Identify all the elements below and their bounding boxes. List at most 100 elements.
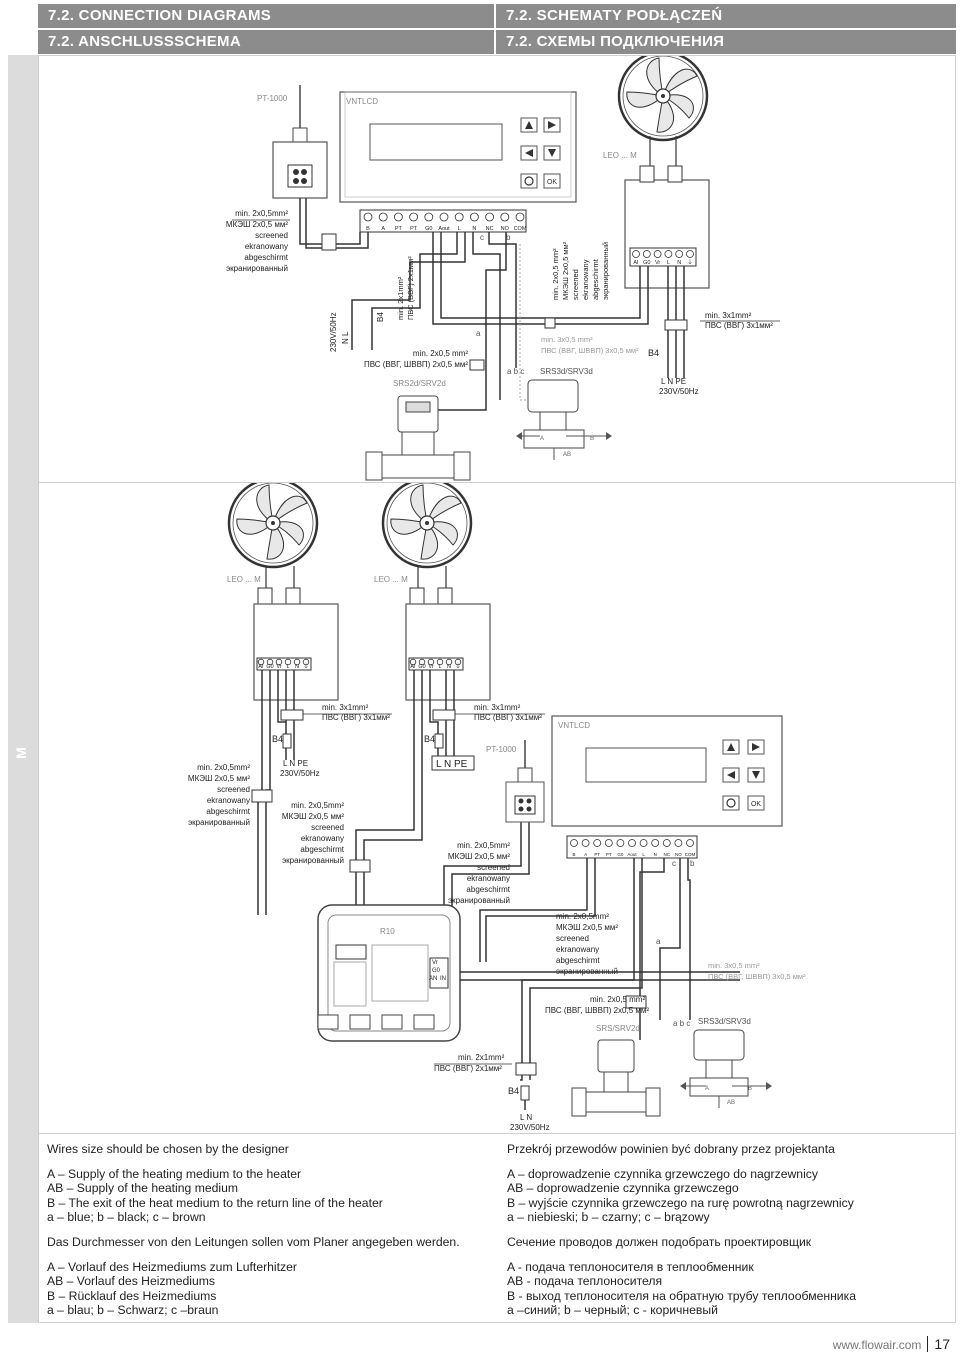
b4-label-right: B4	[648, 348, 659, 358]
page-footer: www.flowair.com 17	[833, 1336, 950, 1352]
terminal-label: A	[381, 226, 385, 232]
leo-terminal-label-screw	[257, 658, 265, 666]
cable-screened-label-c: min. 2x0,5mm² МКЭШ 2x0,5 мм² screened ek…	[448, 841, 511, 905]
note-line: AB – doprowadzenie czynnika grzewczego	[507, 1181, 739, 1196]
wire-letter-b-2: b	[690, 859, 695, 868]
terminal-label-screw	[686, 839, 694, 847]
leo-terminal-label-screw	[675, 250, 684, 258]
leo-terminal-label: ⏚	[455, 663, 461, 670]
terminal-label: NO	[675, 852, 682, 857]
note-line: B – Rücklauf des Heizmediums	[47, 1288, 217, 1303]
srs3d-label: SRS3d/SRV3d	[540, 367, 593, 376]
leo-terminal-label-screw	[266, 658, 274, 666]
supply-230v-label-3: 230V/50Hz	[510, 1123, 550, 1132]
lnpe-box-label: L N PE	[436, 759, 468, 770]
cable-2x1-label-2a: min. 2x1mm²	[458, 1053, 505, 1062]
svg-text:abgeschirmt: abgeschirmt	[244, 253, 288, 262]
cable-2x1-label-line2: ПВС (ВВГ) 2x1мм²	[406, 256, 415, 320]
leo-box-1	[253, 566, 339, 701]
note-line: A – Vorlauf des Heizmediums zum Lufterhi…	[47, 1259, 297, 1274]
svg-text:МКЭШ 2x0,5 мм²: МКЭШ 2x0,5 мм²	[282, 812, 344, 821]
terminal-label: NC	[664, 852, 671, 857]
fan-icon	[617, 56, 709, 142]
terminal-label: Aout	[438, 226, 450, 232]
wiring-diagram-1	[351, 232, 685, 420]
cable-screened-label-1: min. 2x0,5mm² МКЭШ 2x0,5 мм² screened ek…	[226, 209, 289, 273]
note-line: a – niebieski; b – czarny; c – brązowy	[507, 1210, 710, 1225]
svg-text:МКЭШ 2x0,5 мм²: МКЭШ 2x0,5 мм²	[556, 923, 618, 932]
terminal-label-screw	[485, 212, 495, 222]
leo-terminal-label: L	[286, 664, 289, 670]
section-letter: M	[12, 747, 29, 759]
ok-button-label-2: OK	[751, 801, 761, 808]
wire-letter-b: b	[506, 233, 511, 242]
header-ru: 7.2. СХЕМЫ ПОДКЛЮЧЕНИЯ	[496, 30, 956, 54]
note-line: B - выход теплоносителя на обратную труб…	[507, 1288, 856, 1303]
note-line: AB – Supply of the heating medium	[47, 1181, 239, 1196]
fan-icon	[227, 483, 319, 569]
svg-text:ekranowany: ekranowany	[556, 945, 599, 954]
svg-text:экранированный: экранированный	[188, 818, 250, 827]
leo-terminal-label-screw	[436, 658, 444, 666]
svg-text:min. 2x0,5mm²: min. 2x0,5mm²	[235, 209, 288, 218]
cable-srs3-label-line1: min. 3x0,5 mm²	[541, 335, 593, 344]
note-line: AB - подача теплоносителя	[507, 1274, 663, 1289]
terminal-label-screw	[593, 839, 602, 847]
svg-text:abgeschirmt: abgeschirmt	[300, 845, 344, 854]
srs3d-label-2: SRS3d/SRV3d	[698, 1017, 751, 1026]
section-sidebar: M	[8, 55, 38, 1323]
cable-vertical-screened-label: min. 2x0,5 mm² МКЭШ 2x0,5 мм² screened e…	[551, 241, 610, 300]
svg-text:abgeschirmt: abgeschirmt	[556, 956, 600, 965]
leo-terminal-label-screw	[664, 250, 673, 258]
terminal-label: B	[572, 852, 575, 857]
leo-terminal-label-screw	[642, 250, 651, 258]
terminal-label-screw	[439, 212, 449, 222]
srs2d-actuator	[397, 395, 439, 433]
terminal-label-screw	[604, 839, 613, 847]
note-line: AB – Vorlauf des Heizmediums	[47, 1274, 215, 1289]
svg-text:min. 2x0,5mm²: min. 2x0,5mm²	[291, 801, 344, 810]
cable-3x1-label-1b: ПВС (ВВГ) 3x1мм²	[322, 713, 390, 722]
cable-2x1-label-line1: min. 2x1mm²	[396, 276, 405, 320]
valve-port-b-2: B	[748, 1086, 752, 1092]
svg-text:экранированный: экранированный	[448, 896, 510, 905]
svg-text:МКЭШ 2x0,5 мм²: МКЭШ 2x0,5 мм²	[448, 852, 510, 861]
srs3d-actuator	[527, 379, 579, 413]
leo-label-1: LEO ... M	[227, 575, 261, 584]
cable-3x1-label-line2: ПВС (ВВГ) 3x1мм²	[705, 321, 773, 330]
header-de: 7.2. ANSCHLUSSSCHEMA	[38, 30, 494, 54]
supply-230v-label-1: 230V/50Hz	[280, 769, 320, 778]
leo-terminal-label-screw	[686, 250, 694, 258]
leo-label-2: LEO ... M	[374, 575, 408, 584]
footer-site-link[interactable]: www.flowair.com	[832, 1338, 922, 1352]
note-line: a – blue; b – black; c – brown	[47, 1210, 206, 1225]
svg-text:ekranowany: ekranowany	[301, 834, 344, 843]
pt1000-label-2: PT-1000	[486, 745, 517, 754]
terminal-label: PT	[410, 226, 418, 232]
svg-text:ekranowany: ekranowany	[207, 796, 250, 805]
terminal-label: G0	[425, 226, 432, 232]
wiring-diagram-2	[257, 670, 691, 1081]
cable-screened-label-a: min. 2x0,5mm² МКЭШ 2x0,5 мм² screened ek…	[188, 763, 251, 827]
leo-terminal-label-screw	[632, 250, 640, 258]
srs2d-label-2: SRS/SRV2d	[596, 1024, 640, 1033]
terminal-label: N	[472, 226, 476, 232]
svg-text:ekranowany: ekranowany	[581, 259, 590, 300]
leo-box-2	[405, 566, 491, 701]
page-number: 17	[927, 1336, 950, 1352]
cable-screened-label-b: min. 2x0,5mm² МКЭШ 2x0,5 мм² screened ek…	[282, 801, 345, 865]
srs3d-actuator-2	[693, 1029, 745, 1061]
leo-terminal-label-screw	[653, 250, 662, 258]
lnpe-label: L N PE	[661, 377, 686, 386]
r10-label: R10	[380, 927, 395, 936]
cable-srs-label-line1: min. 2x0,5 mm²	[413, 349, 468, 358]
svg-text:min. 2x0,5 mm²: min. 2x0,5 mm²	[551, 248, 560, 300]
svg-text:ekranowany: ekranowany	[245, 242, 288, 251]
terminal-label: N	[654, 852, 657, 857]
terminal-label-screw	[469, 212, 479, 222]
note-line: Przekrój przewodów powinien być dobrany …	[507, 1142, 835, 1156]
r10-vr: Vr	[432, 960, 438, 966]
supply-230v-label: 230V/50Hz	[329, 312, 338, 352]
